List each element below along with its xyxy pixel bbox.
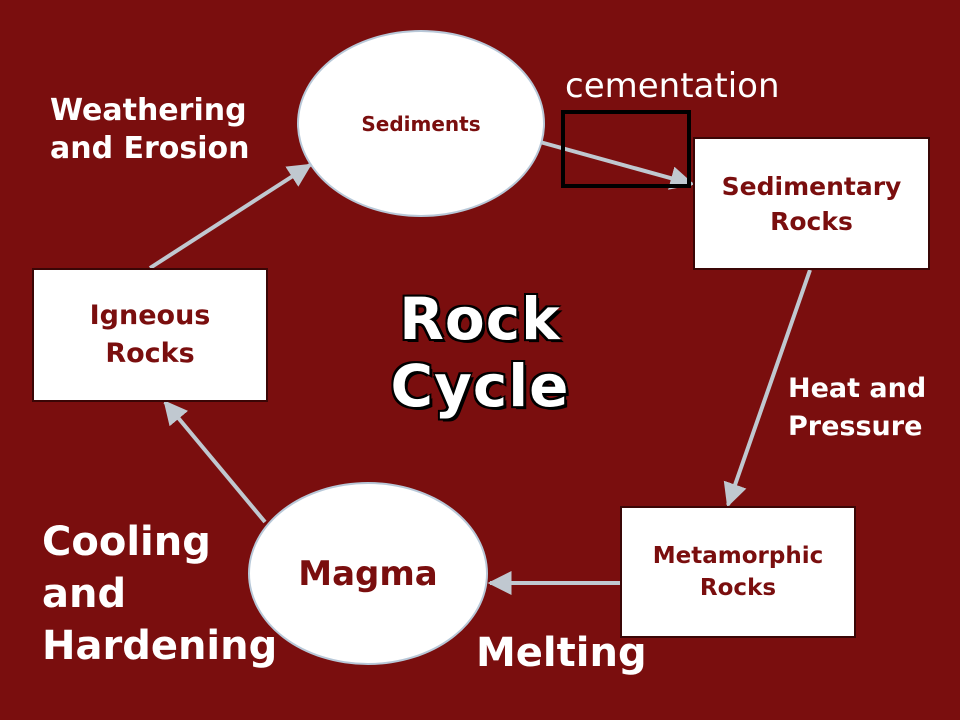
metamorphic-rocks-label: Metamorphic Rocks	[652, 542, 824, 601]
weathering-erosion-label: Weathering and Erosion	[50, 93, 250, 166]
arrow-magma-to-igneous	[163, 400, 267, 524]
cooling-hardening-label: Cooling and Hardening	[42, 519, 278, 669]
melting-label: Melting	[476, 630, 647, 676]
magma-label: Magma	[298, 553, 438, 594]
heat-pressure-label: Heat and Pressure	[788, 373, 927, 442]
cementation-label: cementation	[565, 66, 780, 106]
arrow-sedimentary-to-metamorphic	[723, 269, 812, 508]
sediments-label: Sediments	[361, 111, 481, 136]
magma-node: Magma	[248, 482, 488, 665]
arrow-sediments-to-sedimentary	[539, 140, 695, 190]
sediments-node: Sediments	[297, 30, 545, 217]
rock-cycle-title: Rock Cycle	[390, 285, 570, 420]
igneous-rocks-label: Igneous Rocks	[89, 300, 211, 369]
metamorphic-rocks-node: Metamorphic Rocks	[620, 506, 856, 638]
igneous-rocks-node: Igneous Rocks	[32, 268, 268, 402]
sedimentary-rocks-node: Sedimentary Rocks	[693, 137, 930, 270]
sedimentary-rocks-label: Sedimentary Rocks	[721, 171, 902, 236]
arrow-igneous-to-sediments	[148, 163, 313, 270]
cementation-highlight-box	[561, 110, 691, 188]
